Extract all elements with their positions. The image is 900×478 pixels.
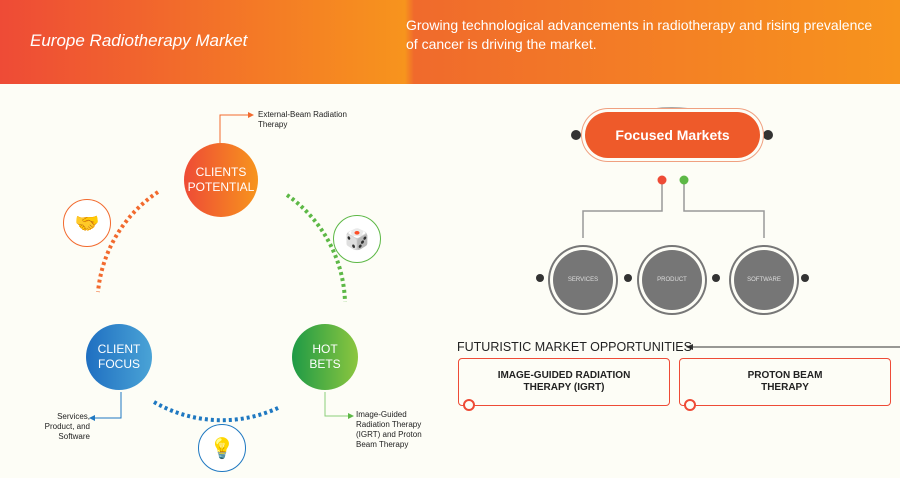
node-label: POTENTIAL: [187, 180, 255, 194]
client-focus-note: Services, Product, and Software: [44, 412, 90, 441]
opportunity-igrt: IMAGE-GUIDED RADIATION THERAPY (IGRT): [458, 358, 670, 411]
clients-potential-note: External-Beam Radiation Therapy: [258, 110, 347, 129]
opportunity-proton: PROTON BEAM THERAPY: [679, 358, 891, 411]
opportunity-label: IMAGE-GUIDED RADIATION THERAPY (IGRT): [497, 370, 631, 393]
hot-bets-note: Image-Guided Radiation Therapy (IGRT) an…: [356, 410, 422, 449]
tagline: Growing technological advancements in ra…: [406, 17, 873, 52]
page-title: Europe Radiotherapy Market: [30, 31, 248, 50]
focused-markets-pill: Focused Markets: [585, 112, 760, 158]
node-label: CLIENT: [97, 342, 141, 356]
opportunities-title: FUTURISTIC MARKET OPPORTUNITIES: [457, 340, 692, 354]
node-label: HOT: [312, 342, 338, 356]
lightbulb-icon: 💡: [198, 424, 246, 472]
handshake-icon: 🤝: [63, 199, 111, 247]
header-banner: Europe Radiotherapy Market Growing techn…: [0, 0, 900, 84]
opportunity-label: PROTON BEAM THERAPY: [747, 370, 823, 393]
market-software: SOFTWARE: [734, 250, 794, 310]
node-label: CLIENTS: [195, 165, 247, 179]
node-label: BETS: [309, 357, 341, 371]
market-services: SERVICES: [553, 250, 613, 310]
market-product: PRODUCT: [642, 250, 702, 310]
node-label: FOCUS: [98, 357, 140, 371]
hand-dice-icon: 🎲: [333, 215, 381, 263]
